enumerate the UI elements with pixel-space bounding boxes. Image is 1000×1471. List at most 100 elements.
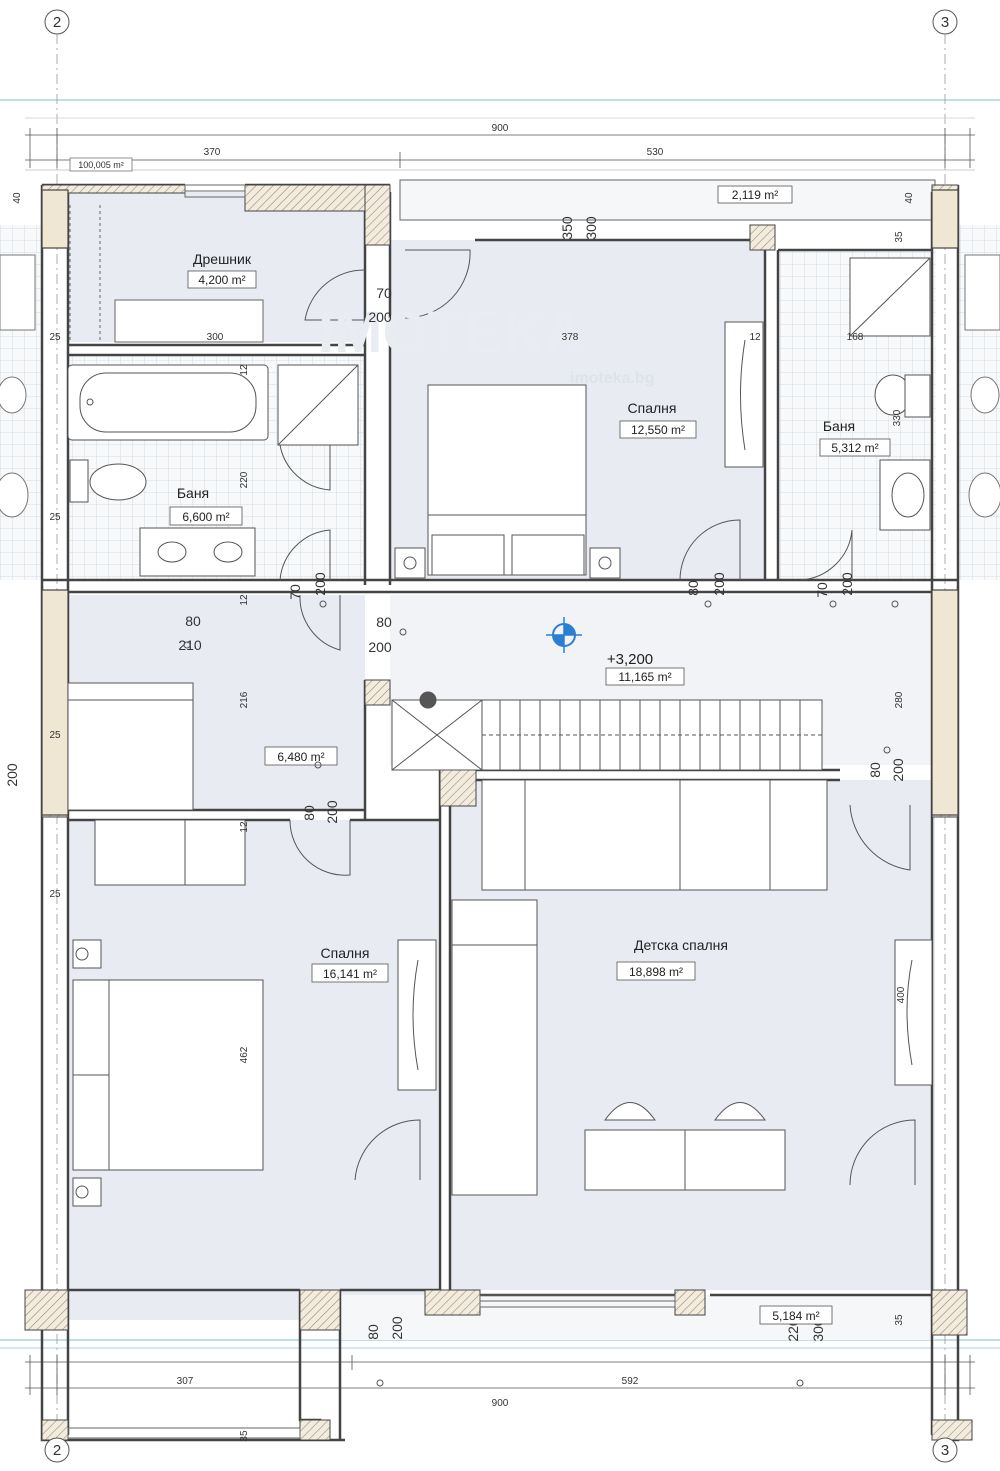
dim-bottom-total: 900 bbox=[492, 1398, 509, 1409]
door-hall-h: 200 bbox=[368, 639, 392, 655]
axis-top-left-label: 2 bbox=[53, 14, 61, 31]
closet-shelves bbox=[69, 205, 264, 343]
closet-area: 4,200 m² bbox=[198, 273, 245, 287]
bedroom-left-area-box: 16,141 m² bbox=[311, 963, 389, 983]
grid-axes bbox=[44, 9, 958, 1463]
door-bedroom-top-w: 80 bbox=[685, 580, 701, 596]
bedroom-left-name: Спалня bbox=[321, 945, 370, 961]
dim-35-c: 35 bbox=[894, 231, 905, 243]
bath-right-name: Баня bbox=[823, 418, 855, 434]
door-corridor-w: 80 bbox=[185, 613, 201, 629]
door-closet-h: 200 bbox=[368, 309, 392, 325]
kids-bedroom-area-box: 18,898 m² bbox=[616, 961, 696, 981]
dim-35-a: 35 bbox=[239, 1430, 250, 1442]
dim-bottom-right: 592 bbox=[622, 1376, 639, 1387]
columns bbox=[41, 189, 959, 816]
staircase bbox=[391, 691, 823, 771]
dim-300-top: 300 bbox=[583, 216, 599, 240]
corridor-left-area-box: 6,480 m² bbox=[264, 746, 338, 766]
dim-400: 400 bbox=[896, 986, 907, 1003]
dim-12-b: 12 bbox=[239, 364, 250, 376]
bottom-dimension-chain bbox=[25, 1355, 975, 1395]
bath-left-name: Баня bbox=[177, 485, 209, 501]
bath-right-area: 5,312 m² bbox=[831, 441, 878, 455]
closet-name: Дрешник bbox=[193, 251, 252, 267]
balcony-top-area: 2,119 m² bbox=[732, 188, 778, 202]
door-bedroom-left-h: 200 bbox=[324, 800, 340, 824]
bedroom-top-furniture bbox=[394, 321, 764, 579]
kids-bedroom-name: Детска спалня bbox=[634, 937, 728, 953]
outlet-markers bbox=[183, 600, 899, 1387]
hall-level: +3,200 bbox=[607, 651, 653, 668]
level-mark-icon bbox=[546, 617, 582, 653]
dim-300-closet: 300 bbox=[207, 332, 224, 343]
axis-top-right-label: 3 bbox=[941, 14, 949, 31]
door-terrace-left-w: 80 bbox=[365, 1324, 381, 1340]
bath-right-area-box: 5,312 m² bbox=[819, 438, 891, 457]
dim-12-a: 12 bbox=[749, 332, 761, 343]
corridor-left-area: 6,480 m² bbox=[277, 750, 324, 764]
dim-330: 330 bbox=[892, 409, 903, 426]
door-kids-w: 80 bbox=[867, 762, 883, 778]
door-closet-w: 70 bbox=[376, 285, 392, 301]
dim-25-d: 25 bbox=[49, 889, 61, 900]
axis-bottom-left-label: 2 bbox=[53, 1442, 61, 1459]
closet-area-box: 4,200 m² bbox=[187, 270, 257, 289]
dim-wall-40-right: 40 bbox=[904, 192, 915, 204]
balcony-top-area-box: 2,119 m² bbox=[717, 185, 793, 204]
door-bath-right-w: 70 bbox=[814, 582, 830, 598]
dim-25-b: 25 bbox=[49, 512, 61, 523]
bedroom-top-area: 12,550 m² bbox=[631, 423, 685, 437]
room-labels: Дрешник 4,200 m² 2,119 m² Спалня 12,550 … bbox=[169, 185, 891, 1325]
dim-top-right: 530 bbox=[647, 147, 664, 158]
door-labels: 70 200 70 200 80 200 70 200 80 200 80 21… bbox=[178, 285, 906, 1342]
bath-left-area: 6,600 m² bbox=[182, 510, 229, 524]
dim-378: 378 bbox=[562, 332, 579, 343]
bedroom-left-furniture bbox=[72, 819, 437, 1207]
dim-168: 168 bbox=[847, 332, 864, 343]
hall-area-box: 11,165 m² bbox=[605, 667, 685, 686]
door-hall-w: 80 bbox=[376, 614, 392, 630]
kids-bedroom-area: 18,898 m² bbox=[629, 965, 683, 979]
dim-top-total: 900 bbox=[492, 123, 509, 134]
windows bbox=[67, 184, 676, 1439]
neighbor-fixtures bbox=[0, 254, 1000, 518]
bath-left-fixtures bbox=[67, 364, 359, 577]
top-dimension-chain bbox=[25, 117, 975, 171]
watermark-site: imoteka.bg bbox=[570, 370, 654, 387]
bedroom-top-area-box: 12,550 m² bbox=[619, 420, 697, 439]
kids-bedroom-furniture bbox=[451, 779, 933, 1196]
bedroom-top-name: Спалня bbox=[628, 400, 677, 416]
door-bedroom-left-w: 80 bbox=[301, 805, 317, 821]
dim-bottom-left: 307 bbox=[177, 1376, 194, 1387]
bedroom-left-area: 16,141 m² bbox=[323, 967, 377, 981]
terrace-area: 5,184 m² bbox=[772, 1309, 819, 1323]
bath-right-fixtures bbox=[849, 257, 931, 531]
door-swings bbox=[279, 249, 916, 1186]
door-bedroom-top-h: 200 bbox=[711, 572, 727, 596]
dim-280: 280 bbox=[894, 691, 905, 708]
dim-462: 462 bbox=[239, 1046, 250, 1063]
door-bath-left-w: 70 bbox=[287, 584, 303, 600]
door-bath-right-h: 200 bbox=[839, 572, 855, 596]
top-balcony-strip bbox=[399, 179, 936, 221]
dim-12-d: 12 bbox=[239, 821, 250, 833]
dim-200-left: 200 bbox=[4, 763, 20, 787]
bath-left-area-box: 6,600 m² bbox=[169, 506, 243, 526]
axis-bottom-right-label: 3 bbox=[941, 1442, 949, 1459]
dim-12-c: 12 bbox=[239, 594, 250, 606]
door-bath-left-h: 200 bbox=[312, 572, 328, 596]
dim-wall-40-left: 40 bbox=[12, 192, 23, 204]
dim-35-b: 35 bbox=[894, 1314, 905, 1326]
dim-350: 350 bbox=[559, 216, 575, 240]
area-note-text: 100,005 m² bbox=[78, 160, 124, 170]
dim-25-a: 25 bbox=[49, 332, 61, 343]
dim-220: 220 bbox=[239, 471, 250, 488]
hall-area: 11,165 m² bbox=[618, 670, 671, 684]
area-note: 100,005 m² bbox=[69, 157, 133, 172]
watermark-logo: IMOTEKA bbox=[318, 300, 585, 365]
terrace-area-box: 5,184 m² bbox=[759, 1305, 833, 1325]
door-terrace-left-h: 200 bbox=[389, 1316, 405, 1340]
dim-25-c: 25 bbox=[49, 730, 61, 741]
door-kids-h: 200 bbox=[890, 758, 906, 782]
